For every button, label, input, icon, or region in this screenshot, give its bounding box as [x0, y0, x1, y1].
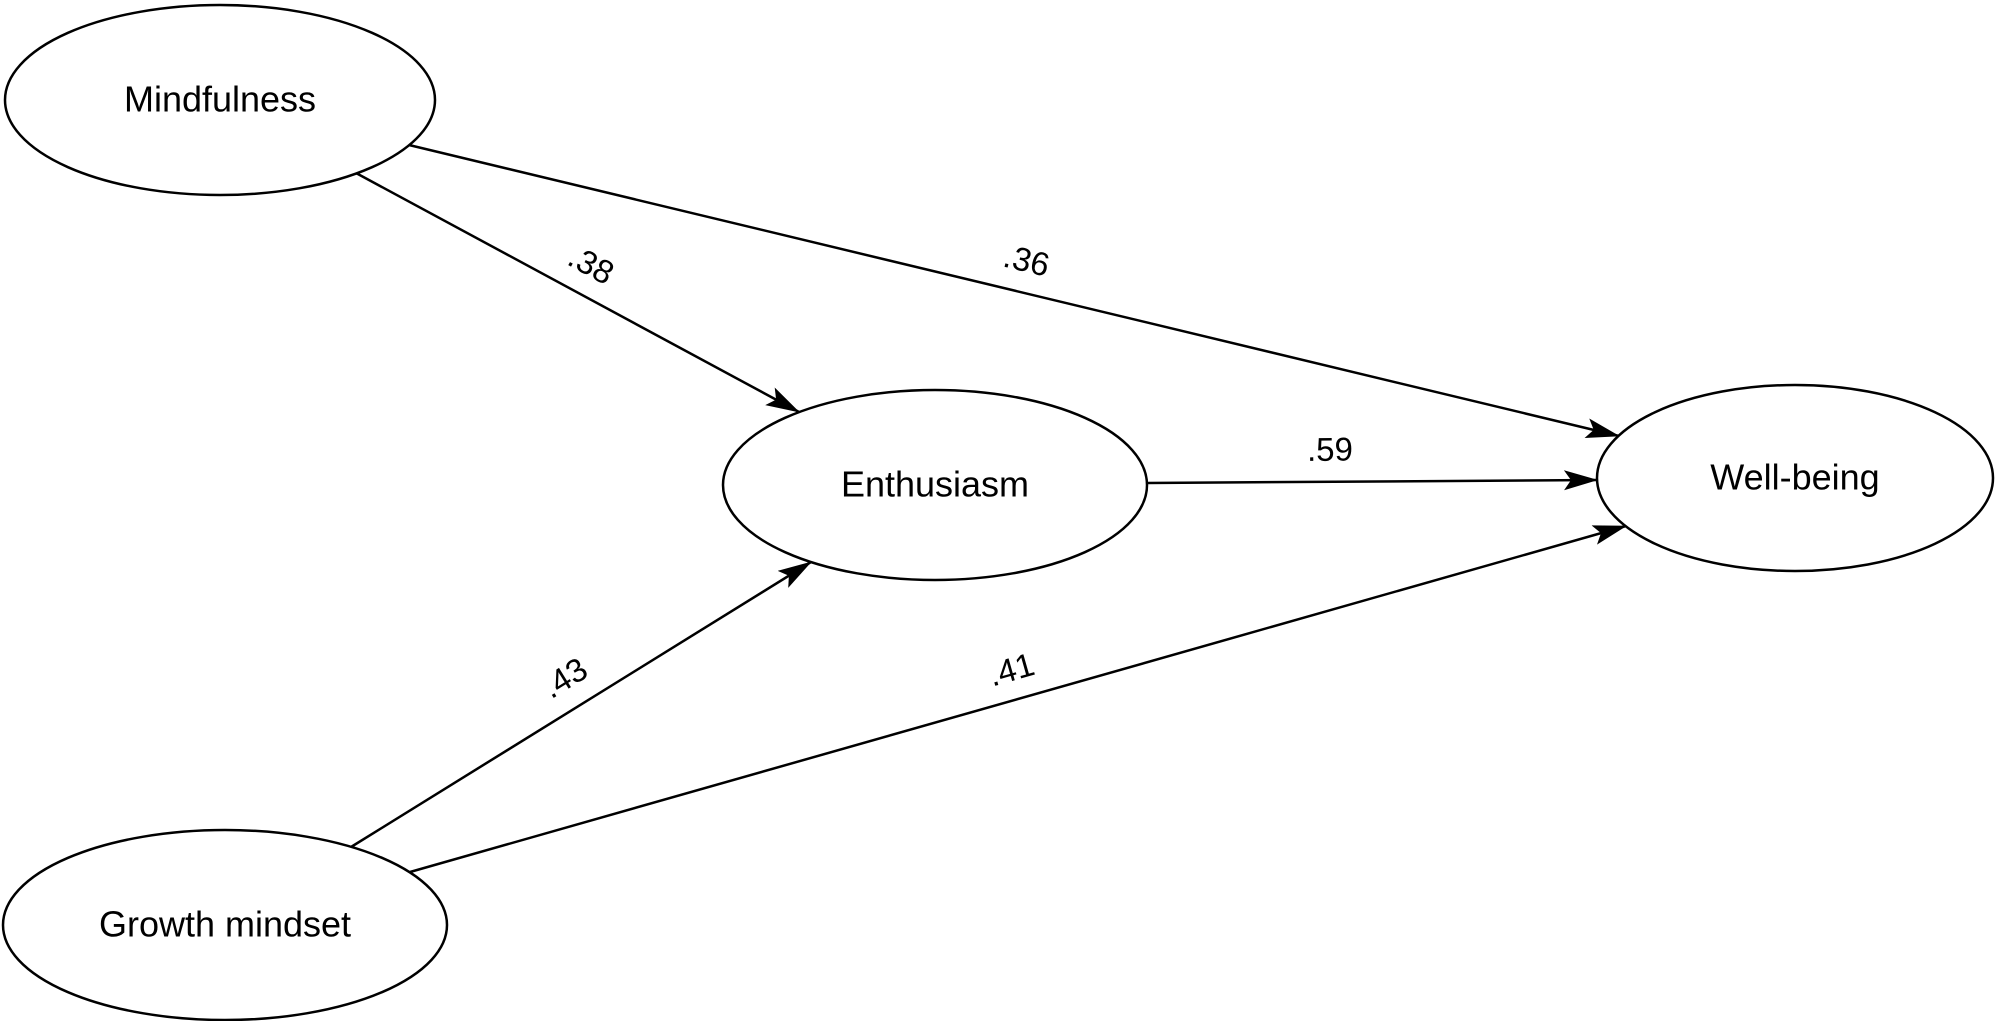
edge-line — [409, 524, 1627, 874]
node-mindfulness: Mindfulness — [3, 3, 437, 197]
node-ellipse — [1595, 383, 1995, 573]
node-label: Enthusiasm — [841, 464, 1029, 505]
edge-line — [350, 560, 812, 849]
node-label: Mindfulness — [124, 79, 316, 120]
edge-line — [408, 143, 1620, 439]
node-ellipse — [721, 388, 1149, 582]
edge-line — [355, 171, 800, 414]
node-ellipse — [1, 828, 449, 1021]
edge-growthmindset-enthusiasm: .43 — [350, 560, 812, 849]
edge-coefficient: .38 — [562, 237, 620, 291]
edge-coefficient: .43 — [535, 650, 593, 706]
node-enthusiasm: Enthusiasm — [721, 388, 1149, 582]
edge-enthusiasm-wellbeing: .59 — [1146, 431, 1598, 491]
edge-growthmindset-wellbeing: .41 — [409, 524, 1627, 874]
node-growth-mindset: Growth mindset — [1, 828, 449, 1021]
node-ellipse — [3, 3, 437, 197]
edge-line — [1146, 470, 1598, 491]
edge-coefficient: .59 — [1307, 431, 1353, 468]
edge-coefficient: .36 — [1000, 237, 1053, 284]
edge-coefficient: .41 — [984, 645, 1038, 693]
edge-mindfulness-wellbeing: .36 — [408, 143, 1620, 439]
edge-mindfulness-enthusiasm: .38 — [355, 171, 800, 414]
node-well-being: Well-being — [1595, 383, 1995, 573]
node-label: Growth mindset — [99, 904, 351, 945]
node-label: Well-being — [1710, 457, 1879, 498]
